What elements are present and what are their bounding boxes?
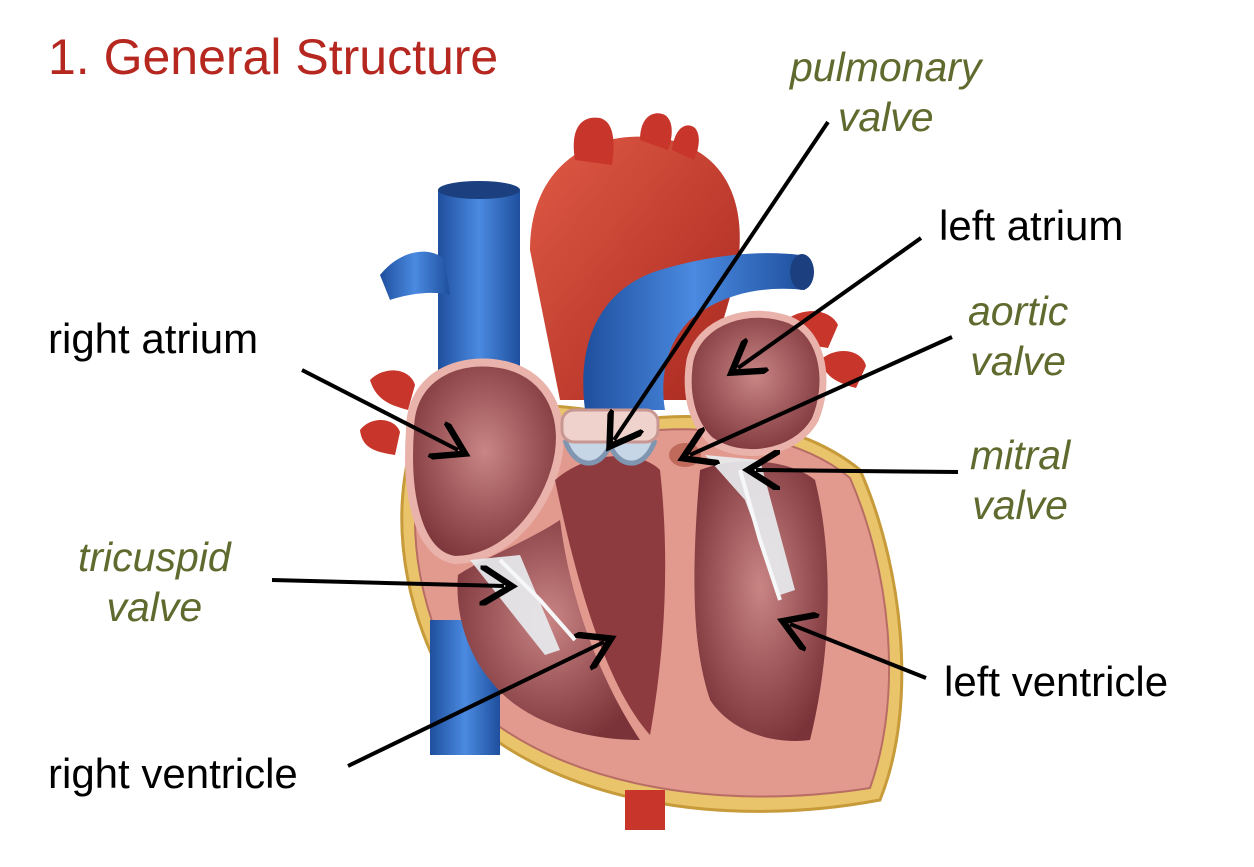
label-left-atrium: left atrium [939,202,1124,249]
label-tricuspid-valve-line1: tricuspid [78,534,231,580]
aortic-valve-shape [669,443,701,467]
label-tricuspid-valve: tricuspid valve [78,532,231,632]
left-atrium-chamber [684,310,827,456]
label-right-ventricle: right ventricle [48,750,298,797]
label-pulmonary-valve-line2: valve [837,94,934,141]
label-aortic-valve-line2: valve [970,338,1066,385]
label-aortic-valve: aortic valve [968,286,1068,386]
pulmonary-trunk [583,253,814,410]
arrow-left-ventricle [790,624,927,680]
arrow-aortic-valve [690,335,953,455]
ventricles [457,456,828,741]
label-tricuspid-valve-line2: valve [106,584,203,631]
label-pulmonary-valve-line1: pulmonary [790,44,982,90]
arrow-mitral-valve [756,470,959,472]
arrow-right-ventricle [347,642,604,768]
right-atrium-chamber [405,358,564,565]
label-aortic-valve-line1: aortic [968,288,1069,334]
label-pulmonary-valve: pulmonary valve [790,42,981,142]
mitral-valve-shape [705,455,795,601]
arrow-tricuspid-valve [271,580,504,586]
arrow-left-atrium [738,236,923,368]
label-mitral-valve-line1: mitral [970,432,1071,478]
label-right-atrium: right atrium [48,315,259,362]
page-title: 1. General Structure [48,29,499,85]
arrow-pulmonary-valve [614,120,830,440]
label-left-ventricle: left ventricle [944,658,1169,705]
arrow-right-atrium [301,368,458,450]
label-mitral-valve: mitral valve [970,430,1070,530]
leader-arrows [271,120,959,768]
label-mitral-valve-line2: valve [972,482,1068,529]
